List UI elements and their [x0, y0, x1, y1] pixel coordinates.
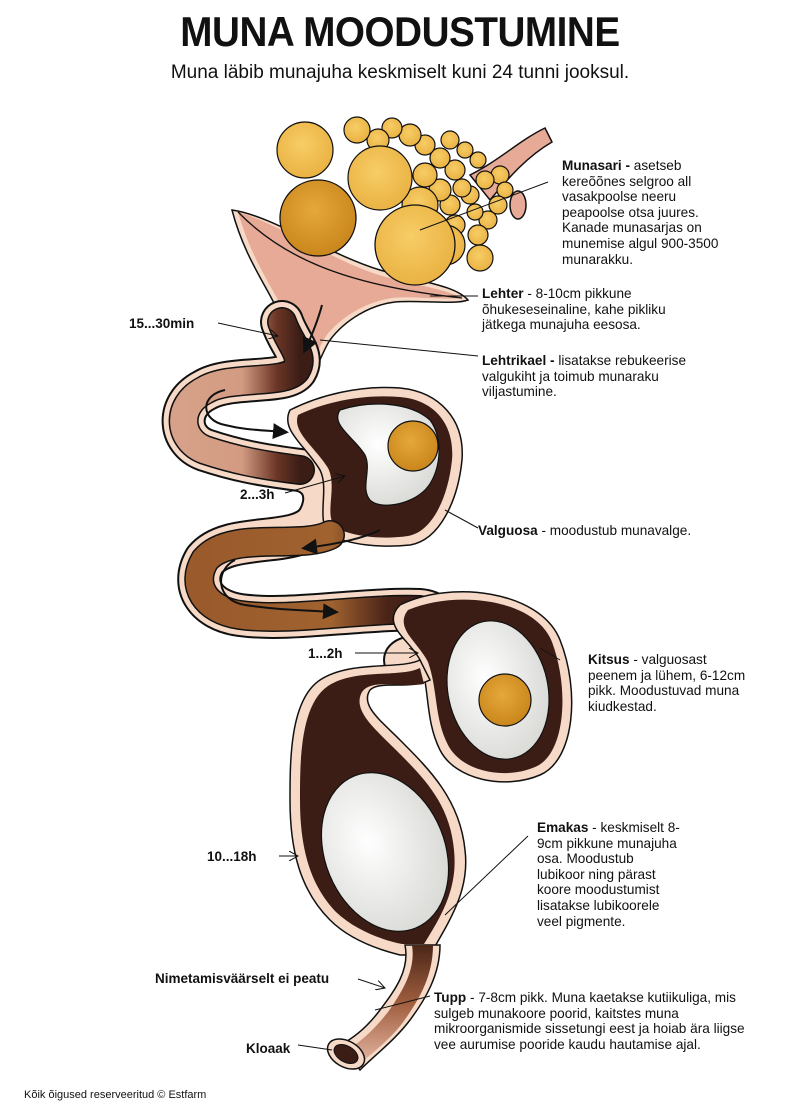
part-name: Kitsus: [588, 652, 630, 667]
desc-tupp: Tupp - 7-8cm pikk. Muna kaetakse kutiiku…: [434, 990, 754, 1052]
desc-munasari: Munasari - asetseb kereõõnes selgroo all…: [562, 158, 742, 267]
label-kloaak: Kloaak: [246, 1041, 291, 1056]
part-text: asetseb kereõõnes selgroo all vasakpools…: [562, 158, 719, 267]
time-label-vagina: Nimetamisväärselt ei peatu: [155, 971, 330, 986]
time-label-isthmus: 1...2h: [308, 646, 343, 661]
separator: -: [629, 652, 642, 667]
part-text: valguosast peenem ja lühem, 6-12cm pikk.…: [588, 652, 746, 714]
part-name: Emakas: [537, 820, 589, 835]
part-name: Valguosa: [478, 523, 538, 538]
page-subtitle: Muna läbib munajuha keskmiselt kuni 24 t…: [170, 62, 630, 83]
time-label-uterus: 10...18h: [207, 849, 257, 864]
uterus-section: [289, 658, 467, 956]
separator: -: [588, 820, 601, 835]
albumen-section: [287, 386, 463, 547]
separator: -: [523, 286, 536, 301]
copyright-notice: Kõik õigused reserveeritud © Estfarm: [24, 1089, 207, 1101]
part-name: Lehter: [482, 286, 524, 301]
separator: -: [537, 523, 550, 538]
part-name: Lehtrikael: [482, 353, 547, 368]
part-text: moodustub munavalge.: [549, 523, 692, 538]
part-name: Tupp: [434, 990, 467, 1005]
leader-lines: [297, 181, 561, 1051]
ovary-follicles: [276, 116, 514, 286]
part-text: 7-8cm pikk. Muna kaetakse kutiikuliga, m…: [434, 990, 745, 1052]
part-text: keskmiselt 8-9cm pikkune munajuha osa. M…: [537, 820, 680, 929]
vagina-tube: [326, 944, 441, 1072]
desc-lehtrikael: Lehtrikael - lisatakse rebukeerise valgu…: [482, 353, 712, 400]
part-name: Munasari: [562, 158, 622, 173]
isthmus-egg-section: [392, 591, 573, 783]
time-arrows: [217, 322, 418, 988]
desc-kitsus: Kitsus - valguosast peenem ja lühem, 6-1…: [588, 652, 758, 714]
separator: -: [546, 353, 559, 368]
separator: -: [466, 990, 479, 1005]
part-text: lisatakse rebukeerise valgukiht ja toimu…: [482, 353, 687, 400]
time-label-albumen: 2...3h: [240, 487, 275, 502]
page-title: MUNA MOODUSTUMINE: [180, 8, 620, 55]
flow-arrows: [205, 304, 381, 620]
separator: -: [621, 158, 634, 173]
time-label-funnel: 15...30min: [129, 316, 195, 331]
desc-valguosa: Valguosa - moodustub munavalge.: [478, 523, 778, 539]
desc-emakas: Emakas - keskmiselt 8-9cm pikkune munaju…: [537, 820, 682, 929]
desc-lehter: Lehter - 8-10cm pikkune õhukeseseinaline…: [482, 286, 712, 333]
part-text: 8-10cm pikkune õhukeseseinaline, kahe pi…: [482, 286, 666, 333]
